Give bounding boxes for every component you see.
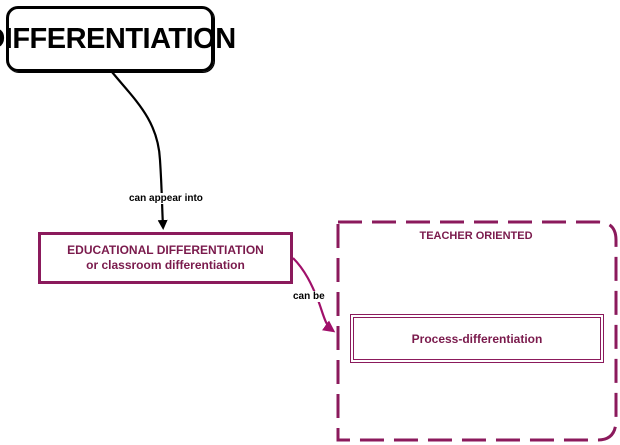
educational-differentiation-node[interactable]: EDUCATIONAL DIFFERENTIATION or classroom… — [38, 232, 293, 284]
group-teacher-oriented-label: TEACHER ORIENTED — [419, 230, 533, 242]
title-node[interactable]: DIFFERENTIATION — [0, 6, 236, 72]
edge-label-appear-into: can appear into — [127, 193, 205, 204]
edge-appear-into — [111, 71, 168, 230]
title-text: DIFFERENTIATION — [0, 22, 236, 55]
process-node-label: Process-differentiation — [411, 331, 543, 346]
educational-node-line2: or classroom differentiation — [86, 258, 245, 272]
educational-node-line1: EDUCATIONAL DIFFERENTIATION — [67, 243, 264, 257]
group-teacher-oriented-border — [336, 220, 618, 442]
process-differentiation-node[interactable]: Process-differentiation — [350, 314, 604, 363]
edge-label-can-be: can be — [291, 291, 327, 302]
